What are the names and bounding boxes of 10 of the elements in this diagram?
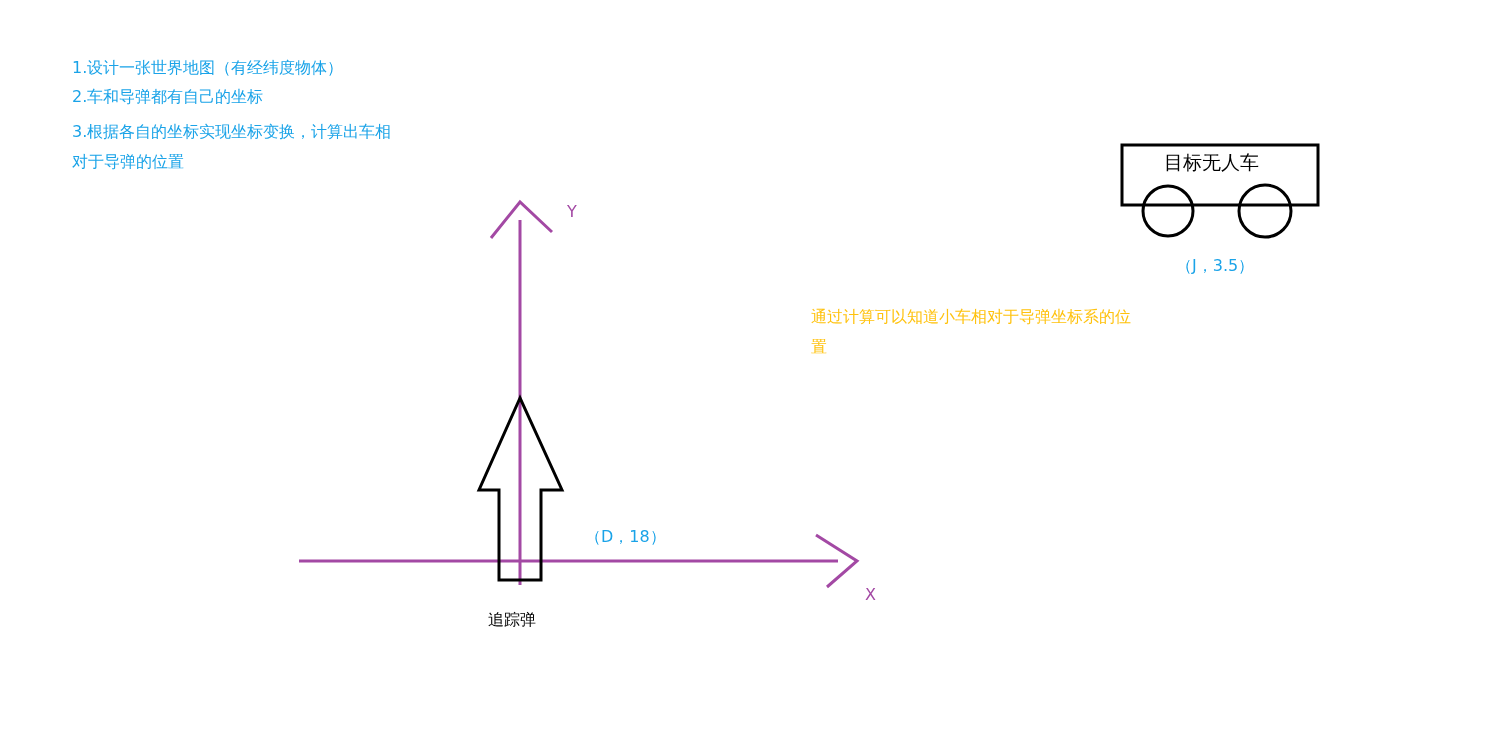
- missile-label: 追踪弹: [488, 609, 536, 631]
- vehicle-label: 目标无人车: [1164, 151, 1259, 173]
- note-text: 2.车和导弹都有自己的坐标: [72, 86, 264, 108]
- note-text: 1.设计一张世界地图（有经纬度物体）: [72, 57, 344, 79]
- axis-label: X: [865, 584, 876, 606]
- note-text: 通过计算可以知道小车相对于导弹坐标系的位置: [811, 306, 1131, 358]
- note-text: 3.根据各自的坐标实现坐标变换，计算出车相对于导弹的位置: [72, 121, 393, 173]
- coordinate-label: （J，3.5）: [1176, 255, 1255, 277]
- axis-label: Y: [567, 201, 577, 223]
- coordinate-label: （D，18）: [585, 526, 666, 548]
